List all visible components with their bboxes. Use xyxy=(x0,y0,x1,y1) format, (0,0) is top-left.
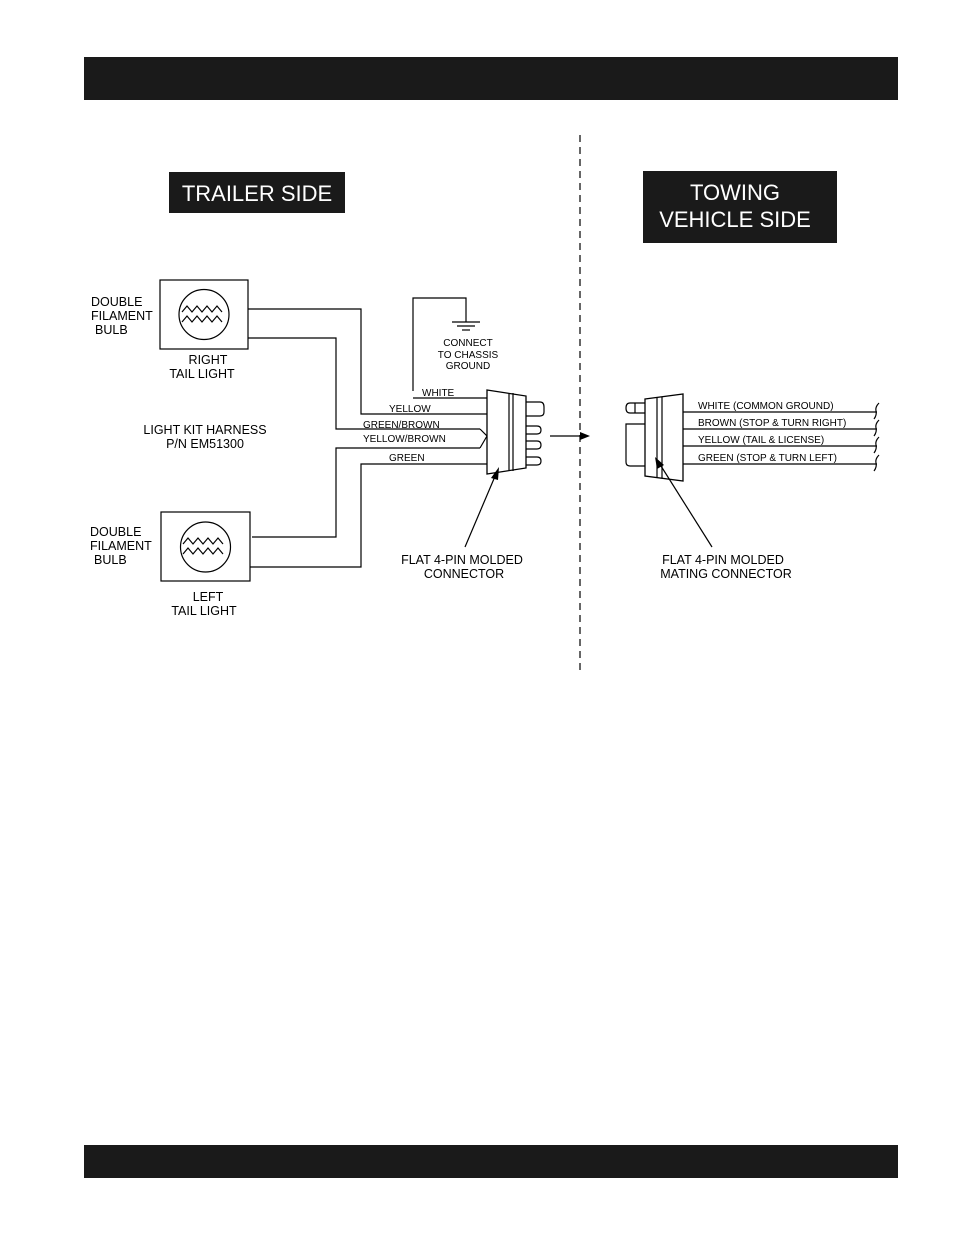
svg-text:RIGHT: RIGHT xyxy=(189,353,228,367)
right-tail-light-label: RIGHT TAIL LIGHT xyxy=(169,353,235,381)
svg-text:GROUND: GROUND xyxy=(446,361,490,372)
svg-text:FLAT 4-PIN MOLDED: FLAT 4-PIN MOLDED xyxy=(401,553,523,567)
left-bulb-label: DOUBLE FILAMENT BULB xyxy=(90,525,152,567)
svg-text:GREEN: GREEN xyxy=(389,453,425,464)
svg-text:YELLOW (TAIL & LICENSE): YELLOW (TAIL & LICENSE) xyxy=(698,435,824,446)
right-tail-light xyxy=(159,279,249,350)
svg-text:WHITE (COMMON GROUND): WHITE (COMMON GROUND) xyxy=(698,401,834,412)
svg-text:P/N EM51300: P/N EM51300 xyxy=(166,437,244,451)
svg-text:FILAMENT: FILAMENT xyxy=(91,309,153,323)
vehicle-wires xyxy=(683,402,880,472)
vehicle-wire-labels: WHITE (COMMON GROUND) BROWN (STOP & TURN… xyxy=(698,401,846,464)
footer-bar xyxy=(84,1145,898,1178)
svg-text:DOUBLE: DOUBLE xyxy=(90,525,141,539)
ground-label: CONNECT TO CHASSIS GROUND xyxy=(438,338,499,372)
vehicle-connector-callout xyxy=(655,457,713,548)
svg-text:GREEN/BROWN: GREEN/BROWN xyxy=(363,420,440,431)
svg-text:TOWING: TOWING xyxy=(690,180,780,205)
header-bar xyxy=(84,57,898,100)
vehicle-connector-label: FLAT 4-PIN MOLDED MATING CONNECTOR xyxy=(660,553,791,581)
trailer-connector-label: FLAT 4-PIN MOLDED CONNECTOR xyxy=(401,553,523,581)
svg-text:VEHICLE SIDE: VEHICLE SIDE xyxy=(659,207,811,232)
svg-text:TRAILER SIDE: TRAILER SIDE xyxy=(182,181,332,206)
towing-side-label: TOWING VEHICLE SIDE xyxy=(643,171,837,243)
right-bulb-label: DOUBLE FILAMENT BULB xyxy=(91,295,153,337)
svg-text:TAIL LIGHT: TAIL LIGHT xyxy=(171,604,237,618)
svg-text:LIGHT KIT HARNESS: LIGHT KIT HARNESS xyxy=(143,423,266,437)
trailer-connector-callout xyxy=(464,467,499,548)
trailer-connector xyxy=(486,389,545,475)
trailer-side-label: TRAILER SIDE xyxy=(169,172,345,213)
vehicle-connector xyxy=(625,393,684,482)
svg-text:CONNECT: CONNECT xyxy=(443,338,492,349)
connection-arrow xyxy=(550,432,590,440)
left-tail-light xyxy=(160,511,251,582)
svg-text:BULB: BULB xyxy=(95,323,128,337)
svg-text:DOUBLE: DOUBLE xyxy=(91,295,142,309)
svg-text:TAIL LIGHT: TAIL LIGHT xyxy=(169,367,235,381)
svg-text:GREEN (STOP & TURN LEFT): GREEN (STOP & TURN LEFT) xyxy=(698,453,837,464)
svg-text:YELLOW/BROWN: YELLOW/BROWN xyxy=(363,434,446,445)
svg-text:WHITE: WHITE xyxy=(422,388,455,399)
svg-text:BULB: BULB xyxy=(94,553,127,567)
trailer-wire-labels: WHITE YELLOW GREEN/BROWN YELLOW/BROWN GR… xyxy=(363,388,455,464)
left-tail-light-label: LEFT TAIL LIGHT xyxy=(171,590,237,618)
svg-text:CONNECTOR: CONNECTOR xyxy=(424,567,504,581)
svg-text:BROWN (STOP & TURN RIGHT): BROWN (STOP & TURN RIGHT) xyxy=(698,418,846,429)
chassis-ground-symbol xyxy=(412,297,480,391)
trailer-wires xyxy=(248,308,488,568)
svg-text:LEFT: LEFT xyxy=(193,590,224,604)
svg-text:MATING CONNECTOR: MATING CONNECTOR xyxy=(660,567,791,581)
svg-text:YELLOW: YELLOW xyxy=(389,404,431,415)
harness-label: LIGHT KIT HARNESS P/N EM51300 xyxy=(143,423,266,451)
svg-text:TO CHASSIS: TO CHASSIS xyxy=(438,350,499,361)
svg-text:FILAMENT: FILAMENT xyxy=(90,539,152,553)
svg-text:FLAT 4-PIN MOLDED: FLAT 4-PIN MOLDED xyxy=(662,553,784,567)
